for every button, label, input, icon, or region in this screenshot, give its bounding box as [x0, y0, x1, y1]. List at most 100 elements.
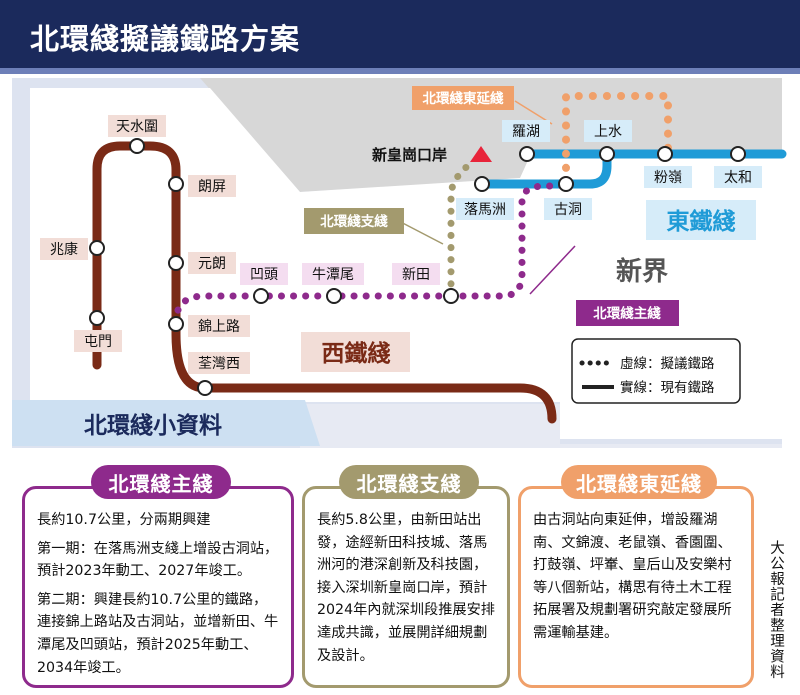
- interchange-marker: [168, 316, 184, 332]
- station-fanling: 粉嶺: [644, 146, 692, 188]
- callout-text: 北環綫主綫: [593, 305, 661, 322]
- legend: 虛線：擬議鐵路 實線：現有鐵路: [571, 338, 741, 404]
- station-label-bg: [392, 263, 440, 285]
- station-label: 上水: [594, 124, 622, 140]
- source-credit: 大公報記者整理資料: [768, 540, 784, 680]
- station-label: 粉嶺: [654, 170, 682, 186]
- station-kam-sheung-road: 錦上路: [168, 315, 250, 337]
- spur-line-proposed: [447, 160, 474, 300]
- station-label-bg: [502, 120, 550, 142]
- interchange-marker: [129, 138, 145, 154]
- west-rail-label: 西鐵綫: [322, 340, 391, 367]
- callout-east-extension: 北環綫東延綫: [412, 86, 514, 110]
- station-tin-shui-wai: 天水圍: [108, 115, 166, 154]
- header-banner: 北環綫擬議鐵路方案: [0, 0, 800, 74]
- page-title: 北環綫擬議鐵路方案: [30, 22, 301, 56]
- card-paragraph: 第二期：興建長約10.7公里的鐵路，連接錦上路站及古洞站，並增新田、牛潭尾及凹頭…: [37, 591, 279, 676]
- callout-box: [412, 86, 514, 110]
- station-long-ping: 朗屏: [168, 175, 236, 197]
- station-label-bg: [240, 263, 288, 285]
- card-paragraph: 長約5.8公里，由新田站出發，途經新田科技城、落馬洲河的港深創新及科技園，接入深…: [317, 512, 495, 664]
- station-tuen-mun: 屯門: [74, 310, 122, 352]
- header-stripe: [0, 68, 800, 74]
- station-label-bg: [544, 198, 592, 220]
- station-label: 屯門: [84, 334, 112, 350]
- station-marker: [326, 288, 342, 304]
- station-label-bg: [188, 252, 236, 274]
- station-marker: [730, 146, 746, 162]
- station-marker: [474, 176, 490, 192]
- station-marker: [443, 288, 459, 304]
- card-title: 北環綫支綫: [339, 465, 479, 499]
- station-label: 天水圍: [116, 119, 158, 135]
- callout-text: 北環綫支綫: [320, 213, 388, 230]
- main-callout-pointer: [529, 245, 576, 295]
- station-label: 太和: [724, 170, 752, 186]
- station-marker: [657, 146, 673, 162]
- callout-box: [304, 208, 404, 234]
- callout-box: [576, 300, 679, 326]
- card-paragraph: 長約10.7公里，分兩期興建: [37, 512, 211, 528]
- info-cards: 北環綫主綫 長約10.7公里，分兩期興建 第一期：在落馬洲支綫上增設古洞站，預計…: [0, 448, 800, 695]
- station-san-tin: 新田: [392, 263, 459, 304]
- east-rail-label: 東鐵綫: [667, 208, 736, 235]
- checkpoint-marker: [470, 146, 492, 162]
- interchange-marker: [89, 240, 105, 256]
- station-label-bg: [188, 352, 250, 374]
- station-label-bg: [714, 166, 762, 188]
- checkpoint-label: 新皇崗口岸: [372, 146, 447, 164]
- station-label: 兆康: [50, 241, 78, 258]
- info-title-band: [12, 400, 320, 446]
- station-marker: [197, 380, 213, 396]
- callout-spur: 北環綫支綫: [304, 208, 404, 234]
- station-yuen-long: 元朗: [168, 252, 236, 274]
- station-label: 古洞: [554, 202, 582, 218]
- rail-map: 新皇崗口岸 天水圍 朗屏 兆康 元朗 屯門 錦上路 荃灣西 凹頭: [12, 78, 787, 448]
- station-tsuen-wan-west: 荃灣西: [188, 352, 250, 396]
- interchange-marker: [558, 176, 574, 192]
- east-rail-label-bg: [646, 200, 756, 240]
- station-label-bg: [456, 198, 514, 220]
- station-label: 牛潭尾: [312, 266, 354, 283]
- station-au-tau: 凹頭: [240, 263, 288, 304]
- legend-solid-label: 實線：現有鐵路: [620, 379, 715, 396]
- station-label-bg: [584, 120, 632, 142]
- interchange-marker: [89, 310, 105, 326]
- station-label-bg: [188, 175, 236, 197]
- card-body: 長約5.8公里，由新田站出發，途經新田科技城、落馬洲河的港深創新及科技園，接入深…: [317, 509, 497, 667]
- east-extension-proposed: [562, 92, 672, 186]
- card-east-extension: 北環綫東延綫 由古洞站向東延伸，增設羅湖南、文錦渡、老鼠嶺、香園圍、打鼓嶺、坪輋…: [518, 465, 754, 688]
- main-line-proposed: [172, 182, 570, 326]
- west-rail-label-bg: [301, 332, 410, 372]
- station-label: 元朗: [198, 256, 226, 272]
- station-marker: [519, 146, 535, 162]
- station-label: 錦上路: [198, 318, 240, 335]
- station-label: 落馬洲: [464, 202, 506, 218]
- card-main-line: 北環綫主綫 長約10.7公里，分兩期興建 第一期：在落馬洲支綫上增設古洞站，預計…: [22, 465, 294, 688]
- shenzhen-area: [200, 78, 782, 192]
- card-body: 由古洞站向東延伸，增設羅湖南、文錦渡、老鼠嶺、香園圍、打鼓嶺、坪輋、皇后山及安樂…: [533, 509, 741, 645]
- callout-text: 北環綫東延綫: [423, 90, 504, 107]
- station-siu-hong: 兆康: [40, 238, 105, 260]
- station-ngau-tam-mei: 牛潭尾: [302, 263, 364, 304]
- interchange-marker: [168, 255, 184, 271]
- station-lo-wu: 羅湖: [502, 120, 550, 162]
- card-title: 北環綫東延綫: [561, 465, 717, 499]
- callout-main: 北環綫主綫: [576, 300, 679, 326]
- station-label: 凹頭: [250, 267, 278, 283]
- legend-dotted-label: 虛線：擬議鐵路: [620, 355, 715, 372]
- station-marker: [253, 288, 269, 304]
- card-spur-line: 北環綫支綫 長約5.8公里，由新田站出發，途經新田科技城、落馬洲河的港深創新及科…: [302, 465, 510, 688]
- card-title: 北環綫主綫: [91, 465, 231, 499]
- station-kwu-tung: 古洞: [544, 176, 592, 220]
- card-body: 長約10.7公里，分兩期興建 第一期：在落馬洲支綫上增設古洞站，預計2023年動…: [37, 509, 281, 679]
- station-label: 朗屏: [198, 179, 226, 195]
- station-label-bg: [302, 263, 364, 285]
- station-label: 羅湖: [512, 124, 540, 140]
- card-paragraph: 第一期：在落馬洲支綫上增設古洞站，預計2023年動工、2027年竣工。: [37, 540, 279, 580]
- station-sheung-shui: 上水: [584, 120, 632, 162]
- station-label: 荃灣西: [198, 355, 240, 372]
- station-tai-wo: 太和: [714, 146, 762, 188]
- station-label-bg: [40, 238, 88, 260]
- info-title: 北環綫小資料: [84, 412, 222, 439]
